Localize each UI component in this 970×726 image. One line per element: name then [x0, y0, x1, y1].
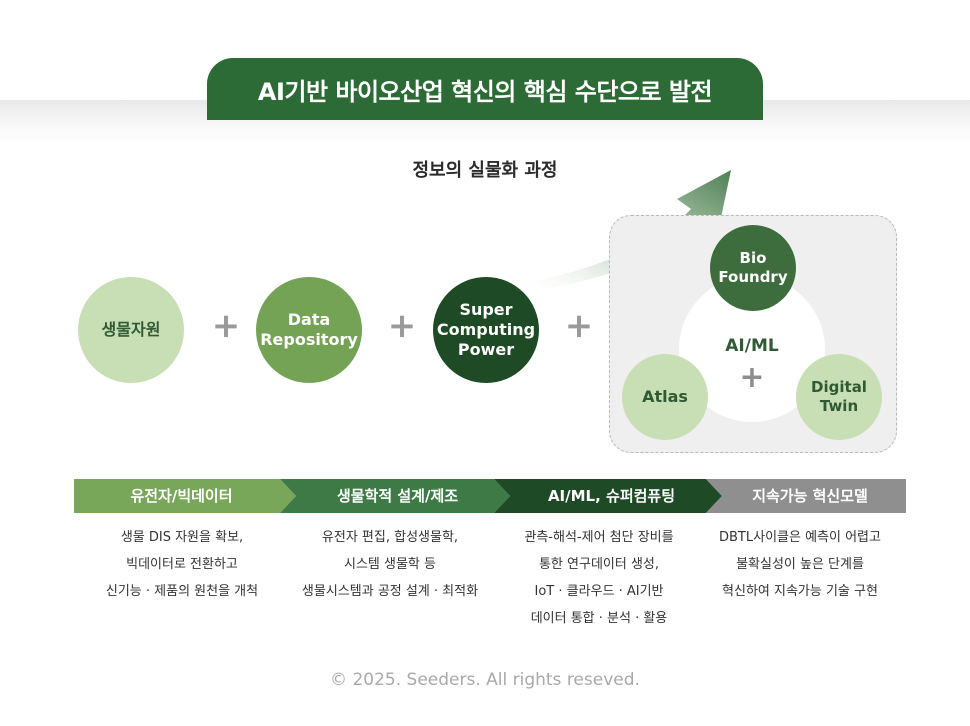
stage-description-2: 유전자 편집, 합성생물학, 시스템 생물학 등 생물시스템과 공정 설계 · …: [301, 530, 479, 599]
plus-icon: +: [387, 306, 417, 346]
atlas-circle: Atlas: [622, 354, 708, 440]
stage-label-genes-bigdata: 유전자/빅데이터: [130, 487, 233, 505]
bio-foundry-circle: Bio Foundry: [710, 225, 796, 311]
stage-label-aiml-supercomputing: AI/ML, 슈퍼컴퓨팅: [547, 487, 676, 505]
stage-label-bio-design: 생물학적 설계/제조: [336, 487, 459, 505]
copyright-footer: © 2025. Seeders. All rights reseved.: [330, 670, 640, 690]
stage-segment-3: [494, 479, 722, 513]
stage-segment-4: [706, 479, 906, 513]
stage-description-4: DBTL사이클은 예측이 어렵고 불확실성이 높은 단계를 혁신하여 지속가능 …: [719, 530, 881, 599]
stage-segment-2: [280, 479, 510, 513]
stage-description-1: 생물 DIS 자원을 확보, 빅데이터로 전환하고 신기능 · 제품의 원천을 …: [105, 530, 259, 599]
page-title: AI기반 바이오산업 혁신의 핵심 수단으로 발전: [207, 58, 763, 120]
stage-label-sustainable-model: 지속가능 혁신모델: [752, 487, 868, 505]
stage-segment-1: [74, 479, 296, 513]
stage-band: [74, 479, 906, 513]
plus-icon: +: [211, 306, 241, 346]
input-circle-super-computing: Super Computing Power: [433, 277, 539, 383]
input-circle-bio-resources: 생물자원: [78, 277, 184, 383]
ai-ml-label: AI/ML: [725, 336, 779, 356]
stage-description-3: 관측-해석-제어 첨단 장비를 통한 연구데이터 생성, IoT · 클라우드 …: [524, 530, 674, 626]
process-subtitle: 정보의 실물화 과정: [412, 160, 558, 181]
input-circle-data-repository: Data Repository: [256, 277, 362, 383]
digital-twin-circle: Digital Twin: [796, 354, 882, 440]
plus-icon: +: [564, 306, 594, 346]
plus-icon: +: [739, 360, 765, 395]
